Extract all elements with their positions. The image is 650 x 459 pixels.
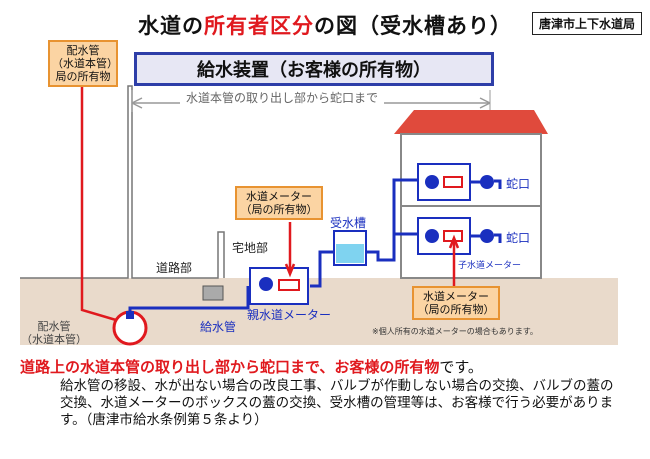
residential-label: 宅地部 (232, 241, 269, 255)
supply-pipe-label: 給水管 (200, 320, 237, 334)
range-label: 水道本管の取り出し部から蛇口まで (180, 89, 385, 106)
valve-box (202, 285, 224, 301)
callout-parent-line1: 水道メーター (246, 190, 312, 203)
supply-pipe-2 (310, 250, 334, 288)
main-pipe-label: 配水管 （水道本管） (20, 320, 88, 346)
ownership-message-red: 道路上の水道本管の取り出し部から蛇口まで、お客様の所有物 (20, 358, 440, 376)
range-arrow-right (479, 97, 491, 109)
main-pointer (80, 84, 117, 322)
tank-label: 受水槽 (330, 216, 367, 230)
callout-child-line2: （局の所有物） (417, 303, 495, 316)
customer-responsibility-text: 給水管の移設、水が出ない場合の改良工事、バルブが作動しない場合の交換、バルブの蓋… (60, 378, 614, 428)
callout-parent-line2: （局の所有物） (240, 203, 318, 216)
supply-pipe-3 (366, 178, 420, 262)
child-meter-label: 子水道メーター (458, 261, 522, 271)
title-prefix: 水道の (138, 14, 204, 38)
ownership-message: 道路上の水道本管の取り出し部から蛇口まで、お客様の所有物です。 (20, 356, 483, 377)
upper-valve-icon (425, 175, 439, 189)
road-label: 道路部 (156, 261, 193, 275)
meter-note: ※個人所有の水道メーターの場合もあります。 (372, 327, 538, 336)
tank-water (336, 244, 364, 263)
faucet-upper-label: 蛇口 (506, 177, 531, 191)
callout-main-line1: 配水管 (66, 44, 100, 57)
main-pipe-label-line1: 配水管 (37, 320, 71, 333)
upper-meter-icon (443, 176, 463, 188)
ownership-message-tail: です。 (439, 358, 483, 376)
roof (394, 110, 548, 134)
parent-meter-icon (278, 279, 300, 291)
supply-pipe-1 (128, 286, 250, 312)
callout-child-meter: 水道メーター （局の所有物） (412, 286, 500, 320)
child-meter-pointer-head (448, 234, 460, 249)
callout-main-line2: （水道本管） (52, 57, 118, 70)
supply-equipment-banner: 給水装置（お客様の所有物） (134, 52, 494, 86)
parent-meter-pointer-head (284, 263, 296, 278)
callout-main-line3: 局の所有物 (55, 70, 111, 83)
callout-parent-meter: 水道メーター （局の所有物） (235, 186, 323, 220)
main-pipe-label-line2: （水道本管） (21, 333, 87, 346)
ground-contour (20, 85, 225, 279)
parent-meter-label: 親水道メーター (247, 308, 332, 322)
page-title: 水道の所有者区分の図（受水槽あり） (0, 10, 650, 40)
title-highlight: 所有者区分 (204, 14, 314, 38)
upper-spout (494, 179, 502, 189)
upper-faucet-icon (480, 175, 494, 189)
parent-valve-icon (259, 277, 273, 291)
title-suffix: の図（受水槽あり） (314, 14, 512, 38)
callout-child-line1: 水道メーター (423, 290, 489, 303)
lower-valve-icon (425, 229, 439, 243)
tap-point (126, 311, 134, 319)
callout-distribution-main: 配水管 （水道本管） 局の所有物 (48, 40, 118, 87)
range-arrow-left (131, 97, 143, 109)
faucet-lower-label: 蛇口 (506, 231, 531, 245)
bureau-label: 唐津市上下水道局 (531, 12, 642, 35)
lower-faucet-icon (480, 229, 494, 243)
lower-spout (494, 233, 502, 243)
